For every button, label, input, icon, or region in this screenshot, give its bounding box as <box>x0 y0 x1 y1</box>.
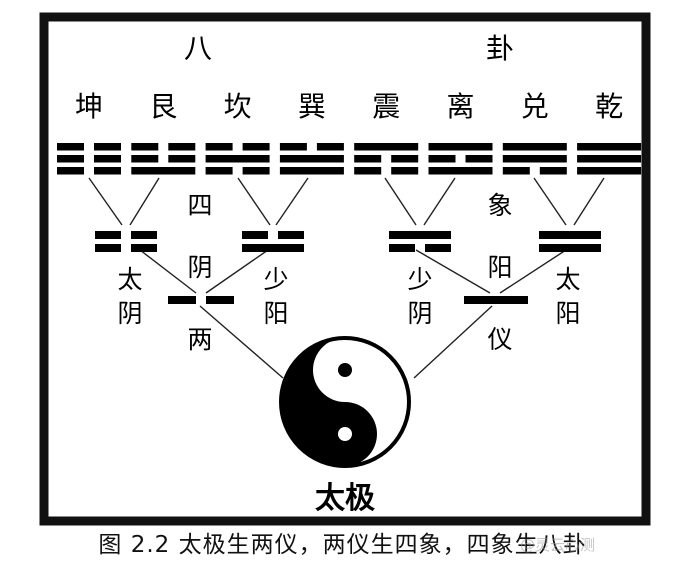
yang-line <box>242 244 304 252</box>
trigram-symbol <box>502 143 567 175</box>
yang-label: 阳 <box>487 253 512 282</box>
yin-line <box>425 244 451 252</box>
heading-gua: 卦 <box>486 32 514 65</box>
two-modes-label-liang: 两 <box>187 325 212 354</box>
yin-line <box>94 167 121 175</box>
four-image-name-char: 太 <box>117 265 142 294</box>
yin-line <box>95 231 121 239</box>
four-image-name-char: 少 <box>407 265 432 294</box>
yin-label: 阴 <box>187 253 212 282</box>
trigram-symbol <box>205 143 270 175</box>
yin-symbol <box>168 296 234 304</box>
yin-line <box>95 244 121 252</box>
four-image-symbol <box>539 231 601 252</box>
four-image-symbol <box>389 231 451 252</box>
trigram-name: 乾 <box>595 90 623 123</box>
yin-line <box>539 167 567 175</box>
yang-line <box>205 155 270 163</box>
heading-ba: 八 <box>184 32 212 65</box>
four-image-name-char: 太 <box>555 265 580 294</box>
yin-line <box>57 167 84 175</box>
yang-line <box>279 167 344 175</box>
yang-line <box>539 244 601 252</box>
yin-line <box>354 167 382 175</box>
yin-line <box>57 143 84 151</box>
yin-line <box>465 155 493 163</box>
trigram-symbol <box>131 143 196 175</box>
two-modes-label-yi: 仪 <box>487 325 512 354</box>
yang-line <box>502 143 567 151</box>
four-image-symbols <box>95 231 601 252</box>
yin-line <box>94 143 121 151</box>
yin-line <box>94 155 121 163</box>
connector-lines <box>88 177 605 379</box>
four-image-symbol <box>242 231 304 252</box>
yang-line <box>577 155 642 163</box>
trigram-symbol <box>279 143 344 175</box>
taiji-symbol-icon <box>279 336 411 468</box>
trigram-name: 兑 <box>521 90 549 123</box>
yang-line <box>389 231 451 239</box>
yin-line <box>242 167 270 175</box>
four-images-label-xiang: 象 <box>487 191 512 220</box>
taiji-label: 太极 <box>315 481 375 516</box>
trigram-name: 震 <box>372 90 400 123</box>
trigram-name: 巽 <box>298 90 326 123</box>
yin-line <box>205 167 233 175</box>
yin-line <box>131 143 159 151</box>
yin-line <box>57 155 84 163</box>
yin-line <box>391 167 419 175</box>
yin-line <box>131 155 159 163</box>
yin-line <box>242 143 270 151</box>
yin-line <box>354 155 382 163</box>
yang-line <box>279 155 344 163</box>
trigram-symbol <box>57 143 121 175</box>
yang-line <box>577 143 642 151</box>
trigram-name: 艮 <box>149 90 177 123</box>
four-image-name-char: 阳 <box>263 299 288 328</box>
yang-line <box>131 167 196 175</box>
yang-line <box>428 143 493 151</box>
yin-line <box>389 244 415 252</box>
four-images-label-si: 四 <box>187 191 212 220</box>
trigram-names: 坤艮坎巽震离兑乾 <box>75 90 623 123</box>
four-image-name-char: 阳 <box>555 299 580 328</box>
yin-line <box>316 143 344 151</box>
trigram-symbol <box>428 143 493 175</box>
trigram-symbol <box>354 143 419 175</box>
yin-line <box>242 231 268 239</box>
four-image-name-char: 阴 <box>117 299 142 328</box>
figure-caption: 图 2.2 太极生两仪，两仪生四象，四象生八卦 <box>98 532 587 558</box>
yin-line <box>391 155 419 163</box>
yin-line <box>131 244 157 252</box>
yin-line <box>278 231 304 239</box>
four-image-name-char: 阴 <box>407 299 432 328</box>
yin-line <box>131 231 157 239</box>
four-image-symbol <box>95 231 157 252</box>
yin-line <box>168 155 196 163</box>
yin-line <box>168 143 196 151</box>
yin-line <box>205 143 233 151</box>
yang-line <box>354 143 419 151</box>
yin-line <box>428 155 456 163</box>
yang-line <box>428 167 493 175</box>
four-image-name-char: 少 <box>263 265 288 294</box>
yang-line <box>539 231 601 239</box>
trigram-name: 坎 <box>224 90 252 123</box>
trigram-name: 坤 <box>75 90 103 123</box>
yang-symbol <box>464 296 528 304</box>
trigram-symbols <box>57 143 642 175</box>
trigram-name: 离 <box>446 90 474 123</box>
trigram-symbol <box>577 143 642 175</box>
yin-line <box>279 143 307 151</box>
yang-line <box>577 167 642 175</box>
yang-line <box>502 155 567 163</box>
yin-line <box>502 167 530 175</box>
